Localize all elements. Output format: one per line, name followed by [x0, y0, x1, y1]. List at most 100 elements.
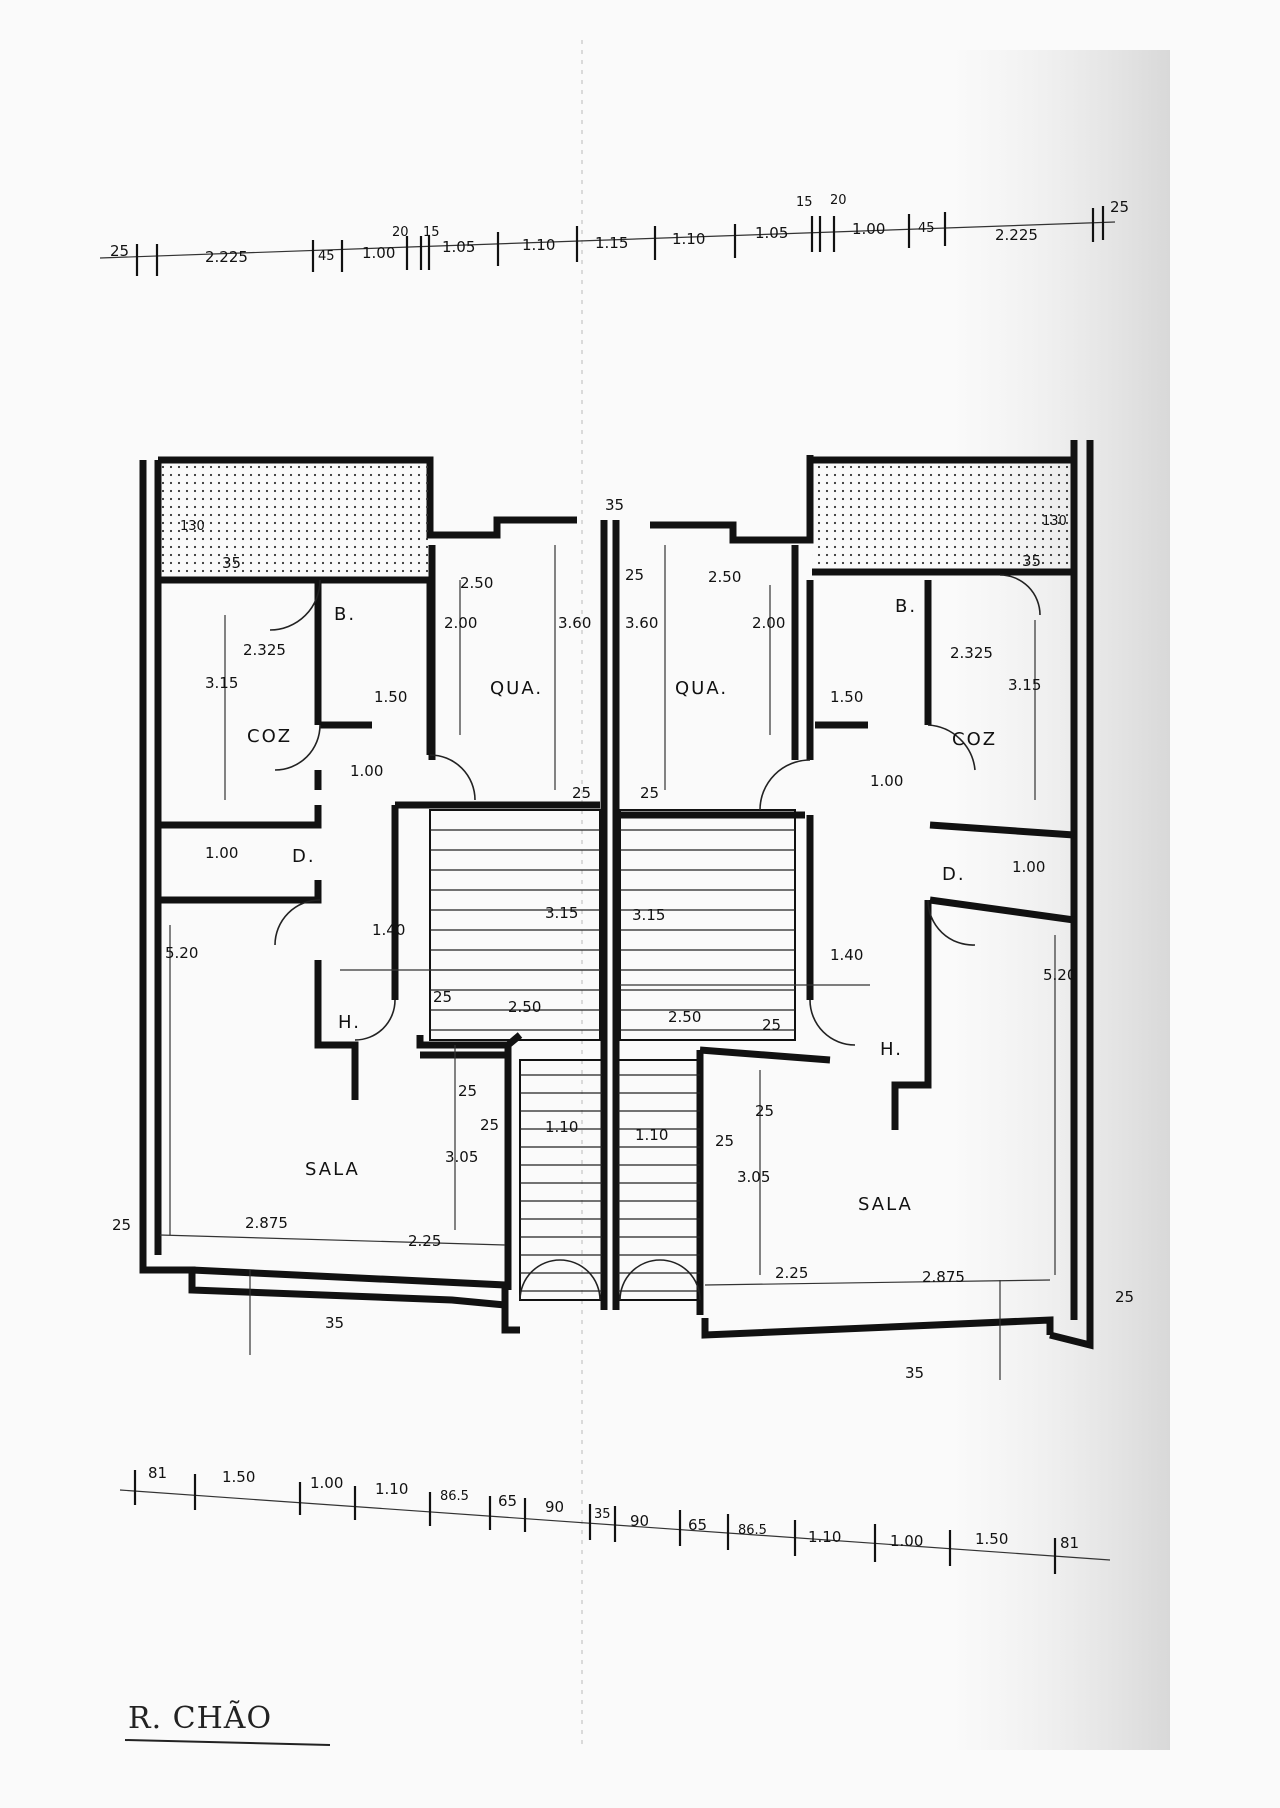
- room-label-h-right: H.: [880, 1039, 903, 1060]
- top-dim-6: 15: [423, 225, 440, 240]
- bottom-dim-2: 1.50: [222, 1468, 255, 1486]
- top-dim-7: 1.05: [442, 238, 475, 256]
- dim-l-25-mid: 25: [572, 784, 591, 802]
- dim-r-225: 2.25: [775, 1264, 808, 1282]
- dim-l-35-patio: 35: [222, 554, 241, 572]
- dim-l-250-qua: 2.50: [460, 574, 493, 592]
- top-dim-2: 2.225: [205, 248, 248, 266]
- dim-l-2875: 2.875: [245, 1214, 288, 1232]
- dim-l-2325: 2.325: [243, 641, 286, 659]
- bottom-dimension-chain: 81 1.50 1.00 1.10 86.5 65 90 35 90 65 86…: [119, 1464, 1111, 1574]
- dim-r-25-sala2: 25: [715, 1132, 734, 1150]
- room-label-h-left: H.: [338, 1012, 361, 1033]
- dim-l-100-h: 1.00: [350, 762, 383, 780]
- dim-r-305: 3.05: [737, 1168, 770, 1186]
- dim-r-2875: 2.875: [922, 1268, 965, 1286]
- room-label-d-left: D.: [292, 846, 316, 867]
- dim-l-110: 1.10: [545, 1118, 578, 1136]
- dim-l-225: 2.25: [408, 1232, 441, 1250]
- bottom-dim-3: 1.00: [310, 1474, 343, 1492]
- dim-l-200: 2.00: [444, 614, 477, 632]
- outer-walls: [139, 440, 1094, 1350]
- dim-l-315-st: 3.15: [545, 904, 578, 922]
- top-dim-11: 1.05: [755, 224, 788, 242]
- top-dim-4: 1.00: [362, 244, 395, 262]
- bottom-dim-8: 35: [594, 1507, 611, 1522]
- dim-l-305: 3.05: [445, 1148, 478, 1166]
- drawing-title: R. CHÃO: [128, 1700, 272, 1736]
- bottom-dim-12: 1.10: [808, 1528, 841, 1546]
- dim-r-360: 3.60: [625, 614, 658, 632]
- dim-r-140: 1.40: [830, 946, 863, 964]
- bottom-dim-14: 1.50: [975, 1530, 1008, 1548]
- bottom-dim-9: 90: [630, 1512, 649, 1530]
- dim-l-315-coz: 3.15: [205, 674, 238, 692]
- room-labels: SALA SALA COZ COZ QUA. QUA. B. B. D. D. …: [247, 596, 997, 1215]
- top-dim-1: 25: [110, 242, 129, 260]
- room-label-qua-right: QUA.: [675, 678, 728, 699]
- dim-center-35: 35: [605, 496, 624, 514]
- dim-r-315-st: 3.15: [632, 906, 665, 924]
- top-dim-17: 25: [1110, 198, 1129, 216]
- dim-r-150: 1.50: [830, 688, 863, 706]
- stairs: [429, 809, 796, 1301]
- interior-dimension-lines: [159, 545, 1056, 1380]
- dim-l-130: 130: [180, 519, 205, 534]
- top-dim-3: 45: [318, 249, 335, 264]
- dim-l-25-st: 25: [433, 988, 452, 1006]
- dim-l-35-bot: 35: [325, 1314, 344, 1332]
- dim-r-100-h: 1.00: [870, 772, 903, 790]
- right-patio: [812, 462, 1072, 572]
- dim-l-100-d: 1.00: [205, 844, 238, 862]
- dim-r-250-qua: 2.50: [708, 568, 741, 586]
- dim-l-520: 5.20: [165, 944, 198, 962]
- dim-r-25-sala: 25: [755, 1102, 774, 1120]
- dim-r-35-patio: 35: [1022, 552, 1041, 570]
- top-dim-10: 1.10: [672, 230, 705, 248]
- room-label-b-right: B.: [895, 596, 917, 617]
- top-dim-12: 15: [796, 195, 813, 210]
- bottom-dim-10: 65: [688, 1516, 707, 1534]
- room-label-coz-right: COZ: [952, 729, 997, 750]
- dim-r-200: 2.00: [752, 614, 785, 632]
- room-label-coz-left: COZ: [247, 726, 292, 747]
- dim-l-250-st: 2.50: [508, 998, 541, 1016]
- room-label-sala-right: SALA: [858, 1194, 913, 1215]
- left-patio: [160, 462, 428, 580]
- dim-r-520: 5.20: [1043, 966, 1076, 984]
- top-dimension-chain: 25 2.225 45 1.00 20 15 1.05 1.10 1.15 1.…: [99, 193, 1129, 276]
- scan-shade: [950, 50, 1170, 1750]
- dim-r-25-st: 25: [762, 1016, 781, 1034]
- top-dim-14: 1.00: [852, 220, 885, 238]
- dim-r-315-coz: 3.15: [1008, 676, 1041, 694]
- left-interior-walls: [158, 545, 600, 1290]
- dim-r-110: 1.10: [635, 1126, 668, 1144]
- bottom-dim-6: 65: [498, 1492, 517, 1510]
- room-label-b-left: B.: [334, 604, 356, 625]
- bottom-dim-4: 1.10: [375, 1480, 408, 1498]
- interior-dimensions: 130 130 35 35 35 2.50 2.50 2.00 2.00 3.6…: [112, 496, 1134, 1382]
- dim-l-25-ext: 25: [112, 1216, 131, 1234]
- bottom-dim-15: 81: [1060, 1534, 1079, 1552]
- dim-r-130: 130: [1042, 514, 1067, 529]
- dim-r-25-ext: 25: [1115, 1288, 1134, 1306]
- dim-l-25-sala2: 25: [480, 1116, 499, 1134]
- top-dim-13: 20: [830, 193, 847, 208]
- dim-l-25-sala: 25: [458, 1082, 477, 1100]
- top-dim-15: 45: [918, 221, 935, 236]
- dim-l-150: 1.50: [374, 688, 407, 706]
- dim-r-250-st: 2.50: [668, 1008, 701, 1026]
- top-dim-5: 20: [392, 225, 409, 240]
- dim-l-140: 1.40: [372, 921, 405, 939]
- dim-r-100-d: 1.00: [1012, 858, 1045, 876]
- dim-r-2325: 2.325: [950, 644, 993, 662]
- dim-l-360: 3.60: [558, 614, 591, 632]
- room-label-d-right: D.: [942, 864, 966, 885]
- bottom-dim-13: 1.00: [890, 1532, 923, 1550]
- dim-r-25-mid: 25: [640, 784, 659, 802]
- bottom-dim-11: 86.5: [738, 1523, 767, 1538]
- top-dim-8: 1.10: [522, 236, 555, 254]
- dim-r-35-bot: 35: [905, 1364, 924, 1382]
